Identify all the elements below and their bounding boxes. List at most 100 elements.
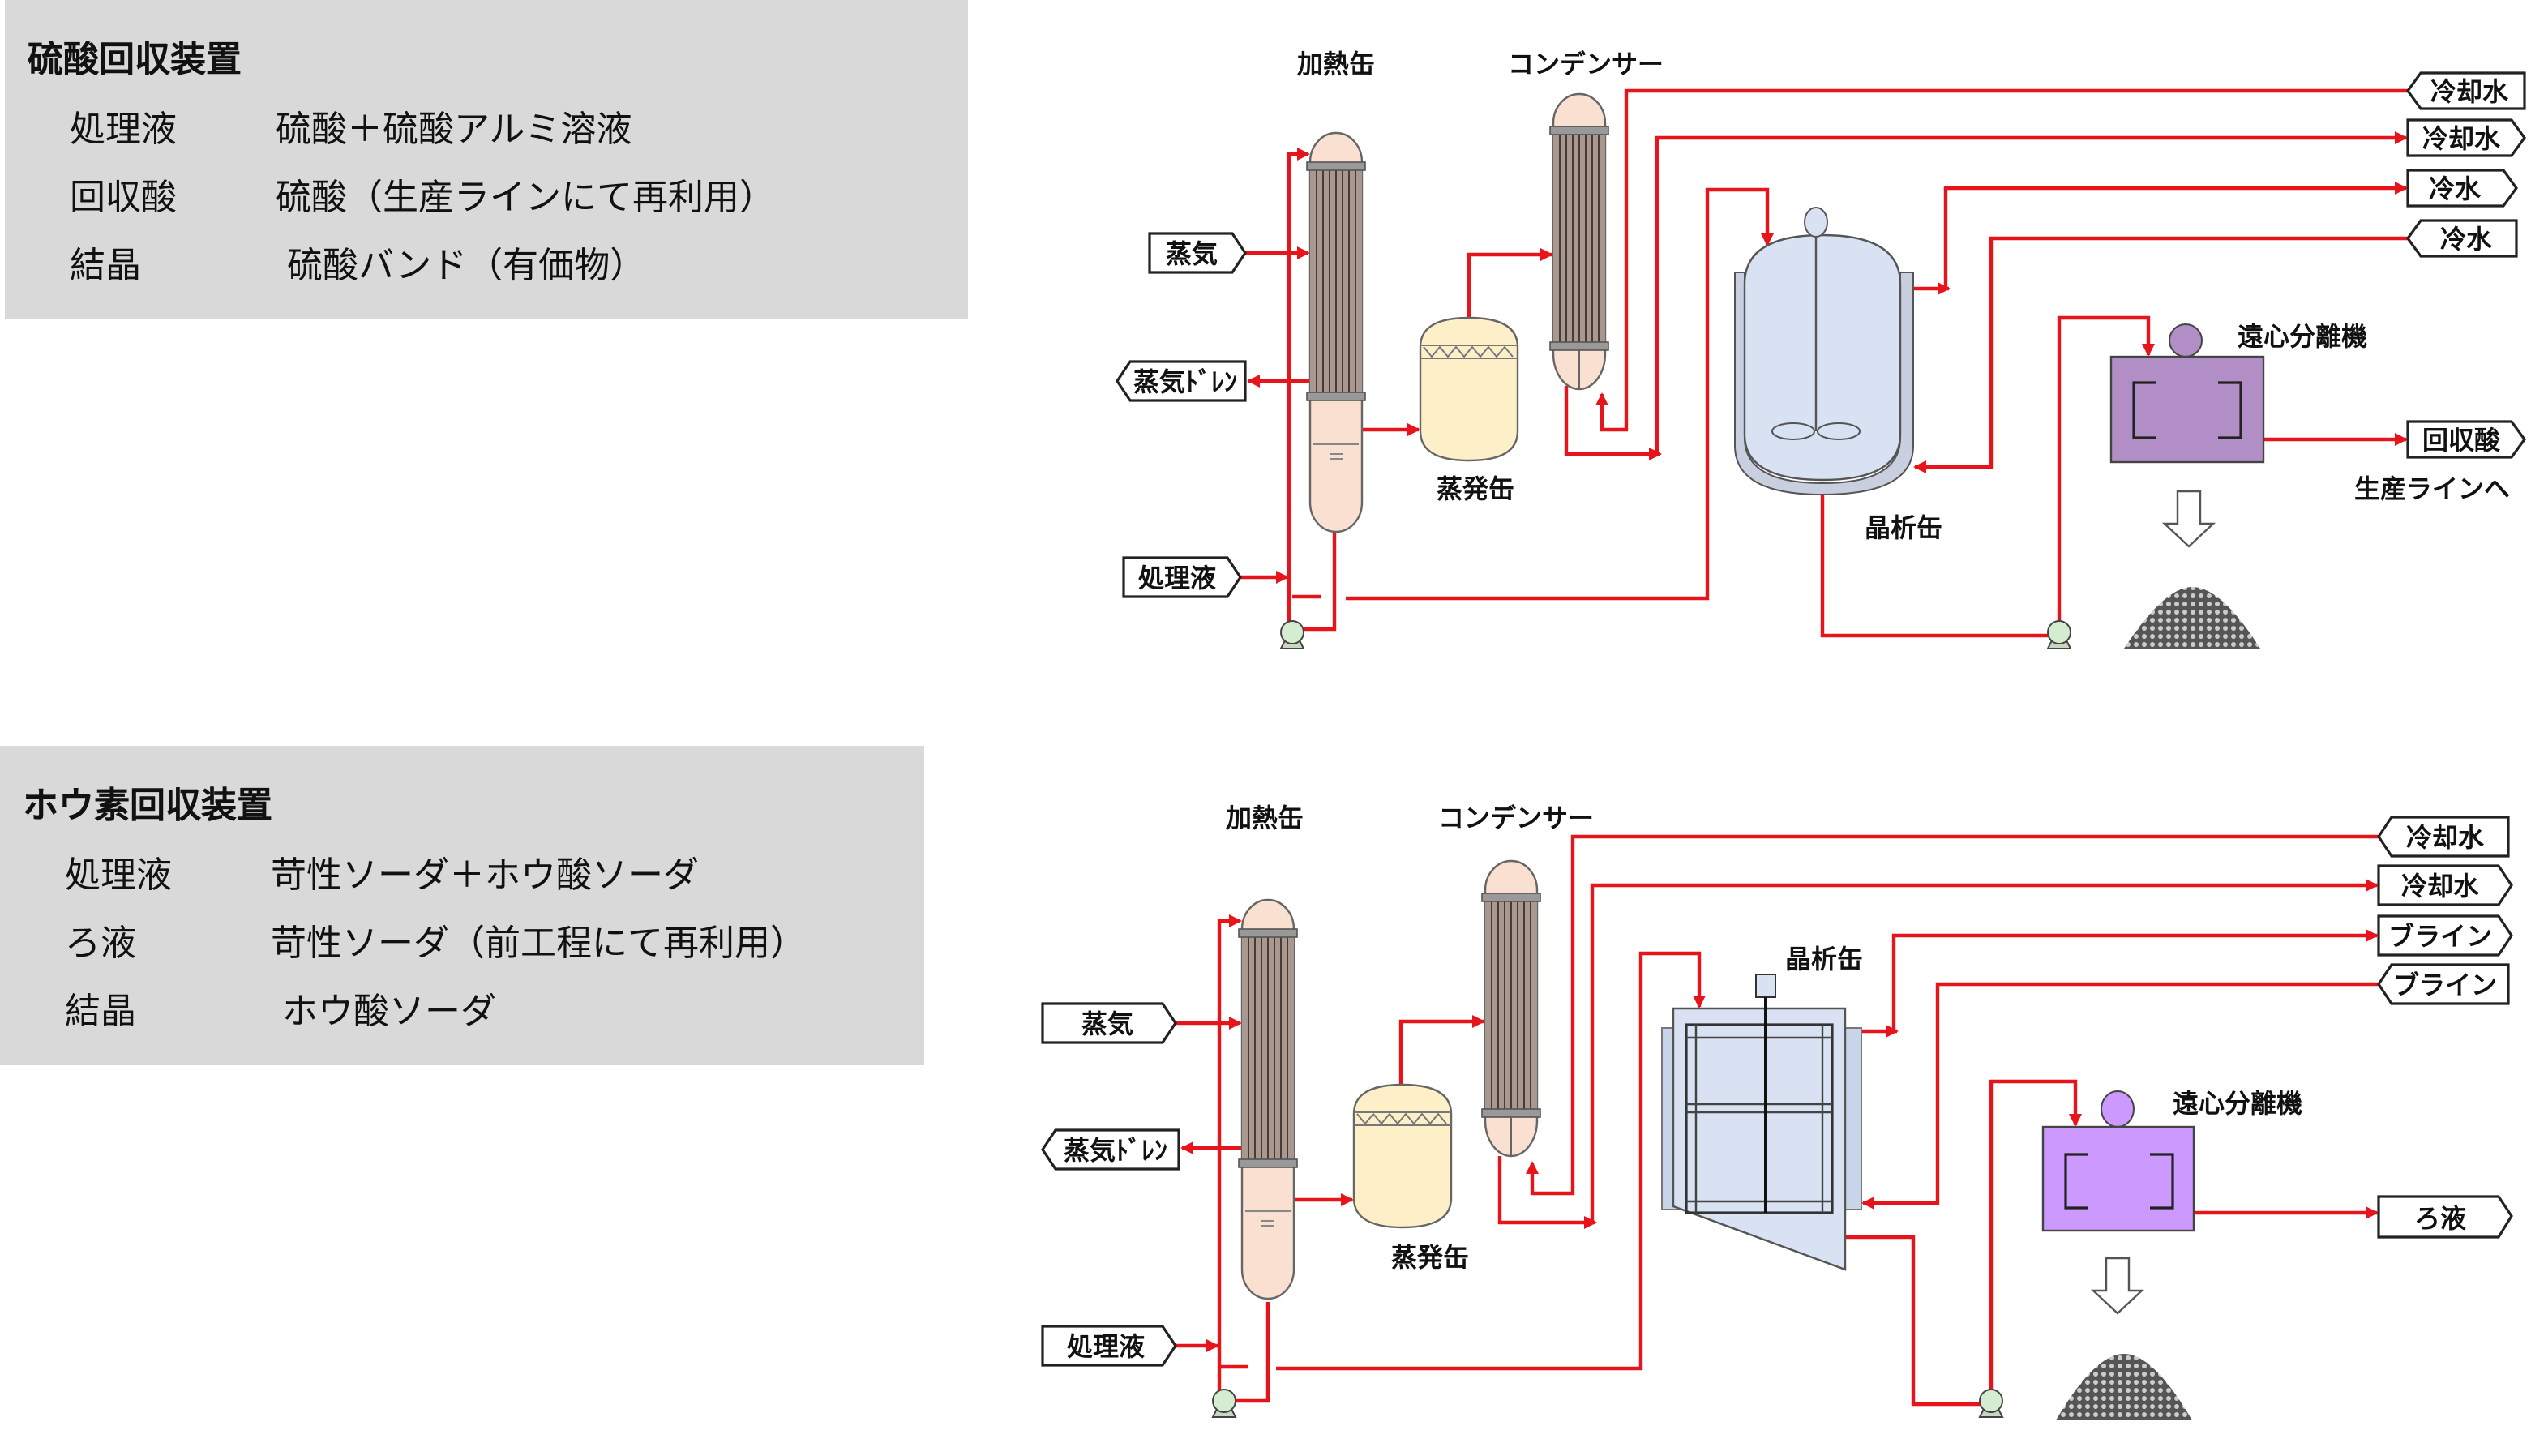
crystal-pile <box>2124 587 2260 649</box>
svg-text:処理液: 処理液 <box>1138 563 1216 593</box>
pump-icon <box>2047 620 2071 649</box>
svg-text:蒸気ﾄﾞﾚﾝ: 蒸気ﾄﾞﾚﾝ <box>1133 366 1237 397</box>
row-key: 処理液 <box>65 856 173 897</box>
crystallizer-vessel <box>1661 974 1862 1271</box>
tag-steam-drain: 蒸気ﾄﾞﾚﾝ <box>1041 1128 1180 1171</box>
tag-steam: 蒸気 <box>1148 232 1247 274</box>
pipe-chill-in <box>1913 236 2408 473</box>
centrifuge-label: 遠心分離機 <box>2238 321 2367 352</box>
row-key: 回収酸 <box>70 178 178 219</box>
boron-title: ホウ素回収装置 <box>23 786 273 827</box>
svg-text:処理液: 処理液 <box>1067 1331 1145 1362</box>
crystal-pile <box>2056 1354 2192 1420</box>
tag-chilled-water-out: 冷水 <box>2406 169 2518 208</box>
sulfuric-info-panel: 硫酸回収装置 処理液 硫酸＋硫酸アルミ溶液 回収酸 硫酸（生産ラインにて再利用） 結… <box>5 0 968 319</box>
tag-brine-in: ブライン <box>2377 963 2510 1005</box>
pipe-cooling-water-in <box>1526 834 2379 1196</box>
pipe-to-centrifuge <box>1989 1079 2082 1394</box>
pipe-cooling-water-out <box>1590 879 2379 1223</box>
condenser-label: コンデンサー <box>1438 803 1594 833</box>
down-arrow-icon <box>2092 1257 2143 1315</box>
tag-filtrate: ろ液 <box>2377 1195 2513 1239</box>
tag-feed: 処理液 <box>1041 1325 1177 1367</box>
pipe-chill-out <box>1943 182 2408 289</box>
svg-text:冷水: 冷水 <box>2440 224 2493 255</box>
svg-text:ブライン: ブライン <box>2388 921 2492 952</box>
tag-chilled-water-in: 冷水 <box>2406 219 2518 258</box>
condenser-label: コンデンサー <box>1508 49 1664 79</box>
tag-feed: 処理液 <box>1122 556 1242 598</box>
pipe-heater-bottom <box>1302 532 1337 632</box>
info-row: 結晶 ホウ酸ソーダ <box>65 983 496 1034</box>
crystallizer-label: 晶析缶 <box>1785 944 1863 974</box>
sulfuric-diagram: 加熱缶 コンデンサー 蒸発缶 晶析缶 遠心分離機 生産ラインへ 冷却水 冷却水 … <box>1116 49 2526 649</box>
svg-text:蒸気: 蒸気 <box>1166 238 1218 269</box>
pipe-to-crystallizer <box>1276 951 1706 1371</box>
svg-text:蒸気ﾄﾞﾚﾝ: 蒸気ﾄﾞﾚﾝ <box>1064 1135 1167 1166</box>
info-row: 回収酸 硫酸（生産ラインにて再利用） <box>70 169 775 221</box>
heater-label: 加熱缶 <box>1226 803 1304 833</box>
svg-text:冷却水: 冷却水 <box>2422 123 2501 154</box>
evaporator-vessel <box>1419 316 1519 462</box>
crystallizer-vessel <box>1734 207 1914 496</box>
evaporator-label: 蒸発缶 <box>1437 473 1514 504</box>
svg-text:冷水: 冷水 <box>2429 173 2482 204</box>
evaporator-vessel <box>1352 1083 1453 1229</box>
row-value: 硫酸バンド（有価物） <box>276 246 646 287</box>
pipe-recirc <box>1287 148 1310 626</box>
centrifuge-label: 遠心分離機 <box>2173 1088 2302 1119</box>
pipe-recirc <box>1217 914 1242 1394</box>
pipe-brine-in <box>1861 982 2379 1210</box>
row-key: ろ液 <box>65 924 137 965</box>
svg-text:冷却水: 冷却水 <box>2406 822 2485 853</box>
tag-cooling-water-out: 冷却水 <box>2377 864 2513 906</box>
row-value: ホウ酸ソーダ <box>271 992 496 1033</box>
row-value: 苛性ソーダ（前工程にて再利用） <box>271 924 807 965</box>
crystallizer-label: 晶析缶 <box>1865 512 1942 543</box>
tag-cooling-water-in: 冷却水 <box>2377 816 2510 858</box>
heater-vessel <box>1305 131 1367 533</box>
pipes <box>1240 88 2408 638</box>
pipes <box>1176 834 2379 1407</box>
centrifuge <box>2041 1090 2195 1232</box>
evaporator-label: 蒸発缶 <box>1391 1242 1469 1273</box>
tag-cooling-water-out: 冷却水 <box>2406 118 2526 157</box>
row-value: 硫酸＋硫酸アルミ溶液 <box>276 110 632 151</box>
pump-icon <box>1979 1389 2003 1418</box>
svg-text:冷却水: 冷却水 <box>2401 871 2480 901</box>
centrifuge <box>2109 323 2265 464</box>
tag-cooling-water-in: 冷却水 <box>2406 71 2526 110</box>
svg-text:回収酸: 回収酸 <box>2422 425 2501 456</box>
pipe-vapor <box>1398 1015 1485 1086</box>
pipe-heater-bottom <box>1232 1302 1270 1403</box>
condenser-vessel <box>1548 92 1610 391</box>
tag-steam: 蒸気 <box>1041 1002 1177 1044</box>
product-note: 生産ラインへ <box>2354 473 2510 504</box>
pipe-to-centrifuge <box>2057 315 2155 626</box>
condenser-vessel <box>1480 859 1542 1158</box>
boron-diagram: 加熱缶 コンデンサー 蒸発缶 晶析缶 遠心分離機 冷却水 冷却水 ブライン ブラ… <box>1041 803 2513 1420</box>
row-key: 処理液 <box>70 110 178 151</box>
pipe-slurry <box>1845 1235 1980 1407</box>
pipe-condenser-out <box>1564 386 1662 460</box>
boron-info-panel: ホウ素回収装置 処理液 苛性ソーダ＋ホウ酸ソーダ ろ液 苛性ソーダ（前工程にて再利用… <box>0 746 924 1065</box>
sulfuric-title: 硫酸回収装置 <box>28 41 242 81</box>
info-row: 処理液 苛性ソーダ＋ホウ酸ソーダ <box>65 846 699 898</box>
svg-text:冷却水: 冷却水 <box>2430 76 2509 107</box>
pump-icon <box>1280 620 1304 649</box>
pipe-vapor <box>1467 248 1553 318</box>
down-arrow-icon <box>2163 490 2215 548</box>
info-row: ろ液 苛性ソーダ（前工程にて再利用） <box>65 914 806 966</box>
pipe-slurry <box>1820 486 2049 638</box>
row-key: 結晶 <box>70 246 142 287</box>
svg-text:ろ液: ろ液 <box>2414 1203 2466 1234</box>
pipe-to-crystallizer <box>1346 187 1774 601</box>
row-value: 苛性ソーダ＋ホウ酸ソーダ <box>271 856 700 897</box>
row-value: 硫酸（生産ラインにて再利用） <box>276 178 776 219</box>
tag-recovered-acid: 回収酸 <box>2406 420 2526 459</box>
tag-steam-drain: 蒸気ﾄﾞﾚﾝ <box>1116 360 1247 402</box>
heater-vessel <box>1237 898 1299 1300</box>
pipe-brine-out <box>1891 929 2379 1031</box>
